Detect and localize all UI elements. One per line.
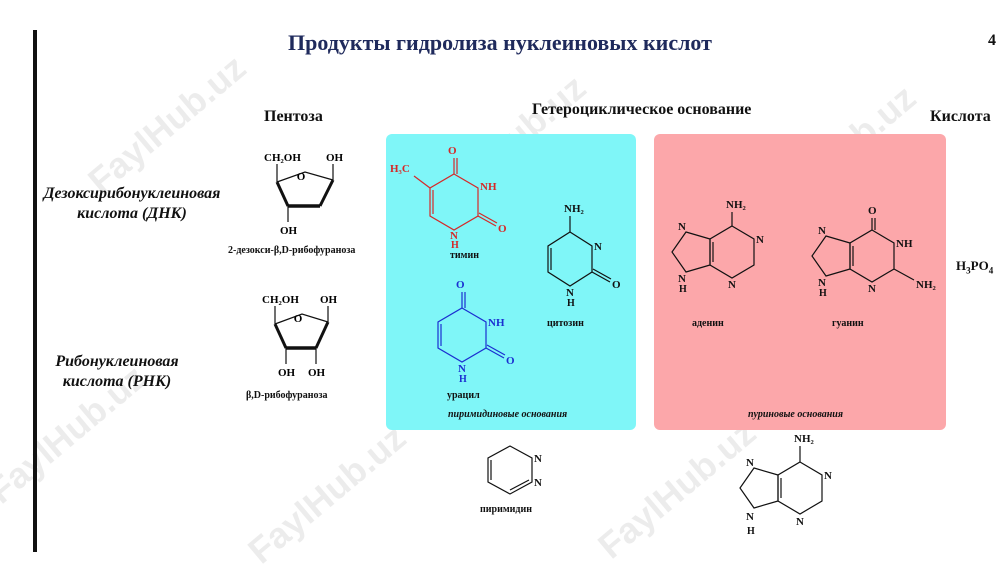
purine-h: H [747, 526, 755, 537]
ribose-oh1: OH [320, 294, 338, 306]
watermark: FaylHub.uz [80, 46, 254, 202]
ribose-oh2: OH [308, 367, 326, 379]
thymine-n: N [450, 230, 458, 242]
adenine-label: аденин [692, 318, 724, 329]
phosphoric-acid: H3PO4 [956, 258, 993, 276]
purine-bases-caption: пуриновые основания [748, 409, 843, 420]
guanine-label: гуанин [832, 318, 864, 329]
guanine-structure: O NH NH₂ N N N H [811, 205, 937, 299]
uracil-o1: O [456, 279, 465, 291]
header-pentose: Пентоза [264, 108, 323, 125]
guanine-n3: N [868, 283, 876, 295]
guanine-n9: N [818, 277, 826, 289]
acid-sub3: 3 [966, 265, 971, 276]
uracil-nh: NH [488, 317, 505, 329]
purine-structure: NH₂ N N N N H [739, 433, 832, 537]
deoxyribose-oh1: OH [326, 152, 344, 164]
row-label-rna-line1: Рибонуклеиновая [55, 353, 179, 370]
adenine-n1: N [756, 234, 764, 246]
uracil-h: H [459, 374, 467, 385]
left-accent-bar [33, 30, 37, 552]
row-label-rna: Рибонуклеиновая кислота (РНК) [42, 352, 192, 392]
uracil-structure: O NH O N H [437, 279, 515, 385]
pyrimidine-label: пиримидин [480, 504, 533, 515]
cytosine-nh2: NH₂ [564, 203, 585, 215]
purine-n7: N [746, 457, 754, 469]
ring-oxygen: O [297, 171, 306, 183]
ribose-structure: CH₂OH OH O OH OH [262, 294, 338, 379]
uracil-o2: O [506, 355, 515, 367]
purine-nh2: NH₂ [794, 433, 815, 445]
purine-n9: N [746, 511, 754, 523]
pyrimidine-n1: N [534, 453, 542, 465]
ribose-caption: β,D-рибофураноза [246, 390, 328, 401]
purine-n3: N [796, 516, 804, 528]
adenine-n7: N [678, 221, 686, 233]
uracil-n: N [458, 363, 466, 375]
deoxyribose-oh3: OH [280, 225, 298, 237]
adenine-structure: NH₂ N N N N H [671, 199, 764, 295]
row-label-dna: Дезоксирибонуклеиновая кислота (ДНК) [42, 184, 222, 224]
deoxyribose-caption: 2-дезокси-β,D-рибофураноза [228, 245, 356, 256]
uracil-label: урацил [447, 390, 480, 401]
header-base: Гетероциклическое основание [532, 101, 752, 118]
pyrimidine-structure: N N [487, 445, 542, 495]
adenine-n3: N [728, 279, 736, 291]
thymine-nh: NH [480, 181, 497, 193]
cytosine-nlow: N [566, 287, 574, 299]
cytosine-n: N [594, 241, 602, 253]
adenine-n9: N [678, 273, 686, 285]
acid-sub4: 4 [988, 265, 994, 276]
adenine-h: H [679, 284, 687, 295]
adenine-nh2: NH₂ [726, 199, 747, 211]
acid-po: PO [970, 258, 989, 273]
row-label-dna-line1: Дезоксирибонуклеиновая [43, 185, 221, 202]
row-label-rna-line2: кислота (РНК) [62, 373, 172, 390]
pyrimidine-n3: N [534, 477, 542, 489]
thymine-o1: O [448, 145, 457, 157]
slide-title: Продукты гидролиза нуклеиновых кислот [288, 30, 712, 55]
guanine-o: O [868, 205, 877, 217]
thymine-o2: O [498, 223, 507, 235]
pyrimidine-bases-panel [386, 134, 636, 430]
watermark: FaylHub.uz [240, 416, 414, 572]
ring-oxygen: O [294, 313, 303, 325]
cytosine-label: цитозин [547, 318, 584, 329]
cytosine-o: O [612, 279, 621, 291]
header-acid: Кислота [930, 108, 991, 125]
thymine-label: тимин [450, 250, 480, 261]
pyrimidine-bases-caption: пиримидиновые основания [448, 409, 568, 420]
thymine-h: H [451, 240, 459, 248]
cytosine-structure: NH₂ N O N H [547, 203, 621, 309]
guanine-nh: NH [896, 238, 913, 250]
acid-h: H [956, 258, 967, 273]
guanine-nh2: NH₂ [916, 279, 937, 291]
deoxyribose-ch2oh: CH₂OH [264, 152, 301, 164]
guanine-h: H [819, 288, 827, 299]
thymine-structure: O NH O N H H₃C [390, 145, 507, 248]
deoxyribose-structure: CH₂OH OH O OH [264, 152, 344, 237]
ribose-ch2oh: CH₂OH [262, 294, 299, 306]
ribose-oh3: OH [278, 367, 296, 379]
thymine-methyl: H₃C [390, 163, 410, 175]
purine-bases-panel [654, 134, 946, 430]
page-number: 4 [988, 32, 996, 49]
cytosine-h: H [567, 298, 575, 309]
guanine-n7: N [818, 225, 826, 237]
purine-n1: N [824, 470, 832, 482]
row-label-dna-line2: кислота (ДНК) [77, 205, 187, 222]
